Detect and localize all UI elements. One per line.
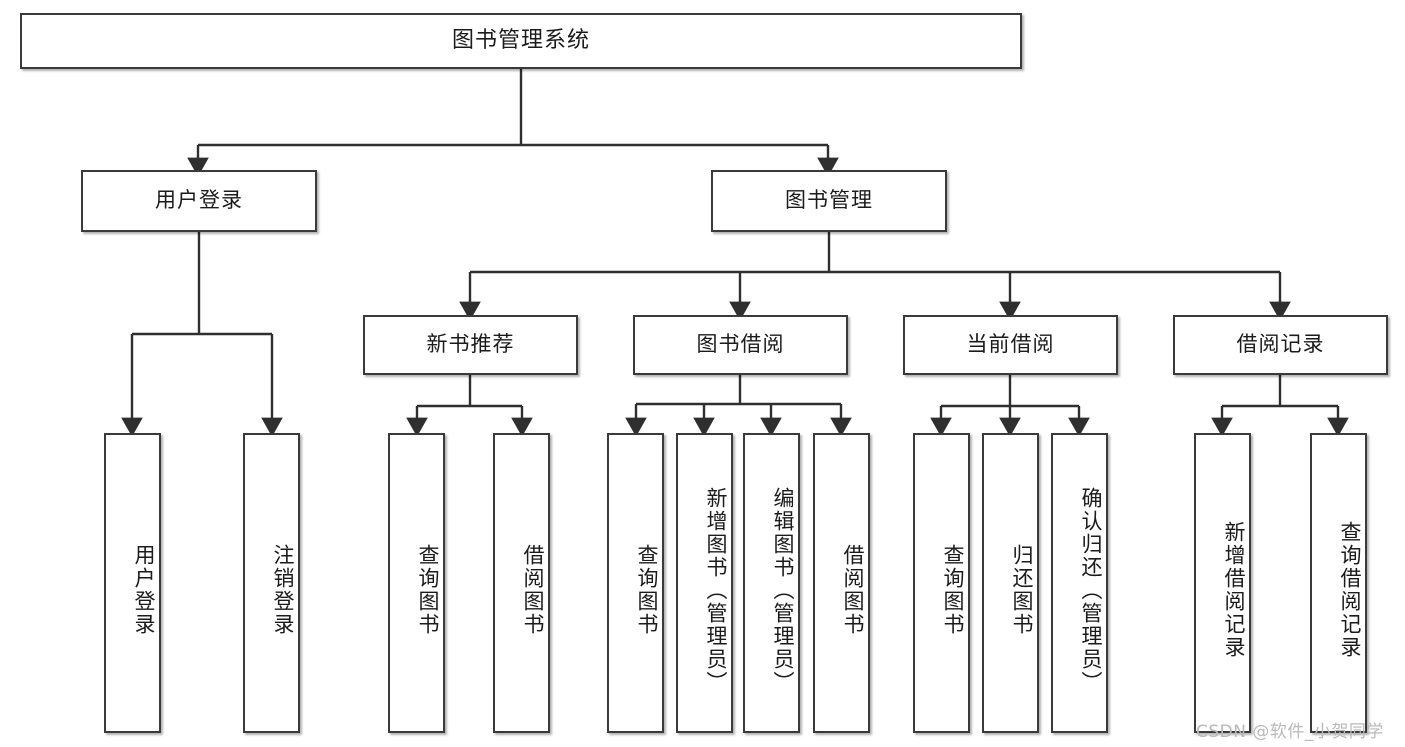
leaf-current-query-book[interactable]: 查询图书 [913,433,970,733]
node-borrow-record[interactable]: 借阅记录 [1173,315,1388,375]
node-book-borrow[interactable]: 图书借阅 [633,315,848,375]
node-label: 借阅图书 [841,544,865,636]
leaf-newbook-query-book[interactable]: 查询图书 [388,433,445,733]
node-root-system[interactable]: 图书管理系统 [20,13,1022,69]
leaf-borrow-add-book-admin[interactable]: 新增图书（管理员） [676,433,733,733]
node-label: 图书借阅 [696,332,785,357]
leaf-logout[interactable]: 注销登录 [243,433,300,733]
leaf-borrow-query-book[interactable]: 查询图书 [607,433,664,733]
node-label: 新增图书（管理员） [704,486,728,694]
node-label: 归还图书 [1010,544,1034,636]
node-label: 借阅记录 [1236,332,1325,357]
node-label: 查询图书 [635,544,659,636]
node-label: 查询图书 [941,544,965,636]
leaf-user-login[interactable]: 用户登录 [104,433,161,733]
node-new-book-recommend[interactable]: 新书推荐 [363,315,578,375]
node-label: 新书推荐 [426,332,515,357]
leaf-current-confirm-return-admin[interactable]: 确认归还（管理员） [1051,433,1108,733]
node-user-login[interactable]: 用户登录 [81,170,317,232]
node-label: 编辑图书（管理员） [771,486,795,694]
node-label: 图书管理 [785,188,873,213]
leaf-current-return-book[interactable]: 归还图书 [982,433,1039,733]
node-label: 确认归还（管理员） [1079,486,1103,694]
node-label: 新增借阅记录 [1222,521,1246,659]
node-label: 图书管理系统 [451,27,590,53]
node-label: 当前借阅 [966,332,1055,357]
node-label: 查询借阅记录 [1338,521,1362,659]
node-label: 用户登录 [155,188,243,213]
leaf-record-add-record[interactable]: 新增借阅记录 [1194,433,1251,733]
node-label: 注销登录 [271,544,295,636]
node-label: 用户登录 [132,544,156,636]
node-label: 查询图书 [416,544,440,636]
watermark-csdn: CSDN @软件_小贺同学 [1196,722,1384,742]
node-label: 借阅图书 [521,544,545,636]
node-current-borrow[interactable]: 当前借阅 [903,315,1118,375]
leaf-newbook-borrow-book[interactable]: 借阅图书 [493,433,550,733]
leaf-borrow-edit-book-admin[interactable]: 编辑图书（管理员） [743,433,800,733]
node-book-management[interactable]: 图书管理 [711,170,947,232]
leaf-record-query-record[interactable]: 查询借阅记录 [1310,433,1367,733]
leaf-borrow-borrow-book[interactable]: 借阅图书 [813,433,870,733]
